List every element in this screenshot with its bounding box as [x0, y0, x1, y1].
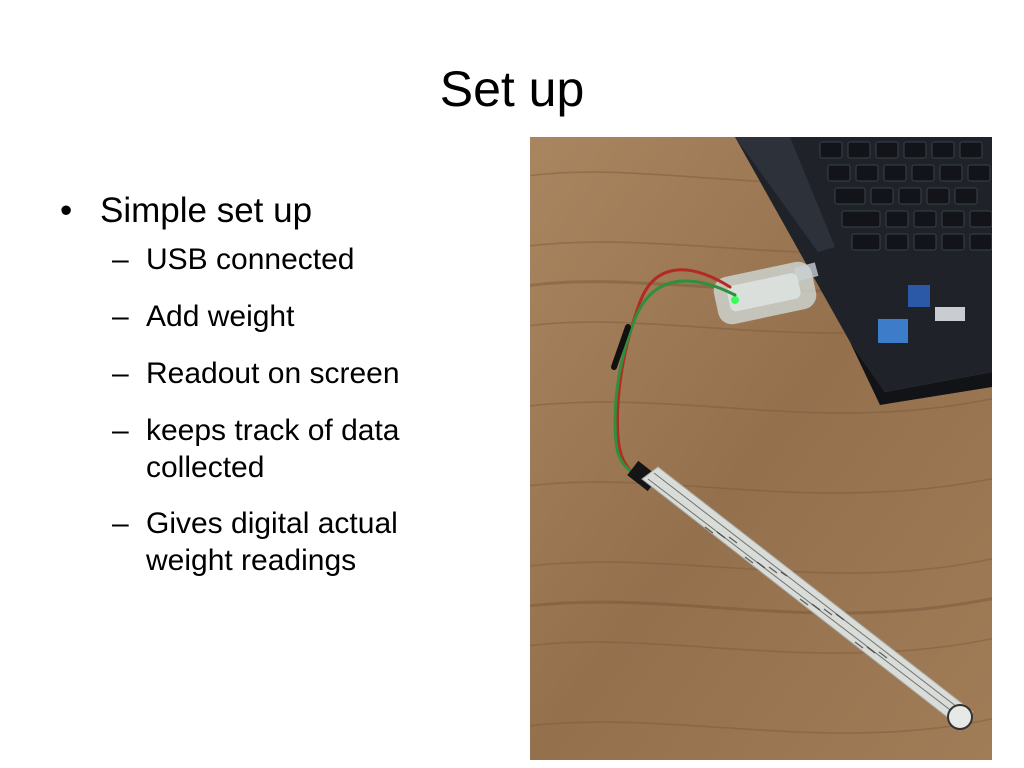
- laptop: [735, 137, 992, 405]
- sub-bullet-text: Gives digital actual weight readings: [146, 507, 398, 578]
- sensor-wires: [611, 268, 737, 479]
- sub-bullet-marker: –: [112, 413, 129, 447]
- keyboard: [819, 141, 992, 251]
- sub-bullet-item: – Readout on screen: [112, 356, 480, 393]
- sub-bullet-text: Add weight: [146, 299, 295, 333]
- setup-photo: [530, 137, 992, 760]
- sub-bullet-item: – keeps track of data collected: [112, 413, 480, 487]
- strip-markings: [704, 526, 888, 659]
- os-sticker: [908, 285, 930, 307]
- setup-photo-illustration: [530, 137, 992, 760]
- bullet-text: Simple set up: [100, 191, 313, 230]
- wood-grain: [530, 167, 992, 734]
- status-led: [731, 296, 739, 304]
- sub-bullet-text: Readout on screen: [146, 356, 400, 390]
- sub-bullet-text: USB connected: [146, 243, 355, 276]
- sub-bullet-marker: –: [112, 243, 129, 276]
- cpu-sticker: [878, 319, 908, 343]
- bullet-list: • Simple set up – USB connected – Add we…: [60, 190, 480, 600]
- force-sensor: [627, 460, 974, 730]
- sub-bullet-marker: –: [112, 356, 129, 390]
- sub-bullet-item: – Gives digital actual weight readings: [112, 506, 480, 580]
- sub-bullet-item: – Add weight: [112, 299, 480, 336]
- usb-interface-board: [713, 261, 819, 325]
- sub-bullet-list: – USB connected – Add weight – Readout o…: [112, 242, 480, 580]
- sensor-pad: [947, 704, 973, 730]
- bullet-item: • Simple set up: [60, 190, 480, 232]
- sub-bullet-marker: –: [112, 507, 129, 541]
- bullet-marker: •: [60, 191, 73, 230]
- sub-bullet-item: – USB connected: [112, 242, 480, 279]
- sub-bullet-text: keeps track of data collected: [146, 413, 400, 484]
- sub-bullet-marker: –: [112, 299, 129, 333]
- slide-title: Set up: [439, 61, 585, 117]
- brand-sticker: [935, 307, 965, 321]
